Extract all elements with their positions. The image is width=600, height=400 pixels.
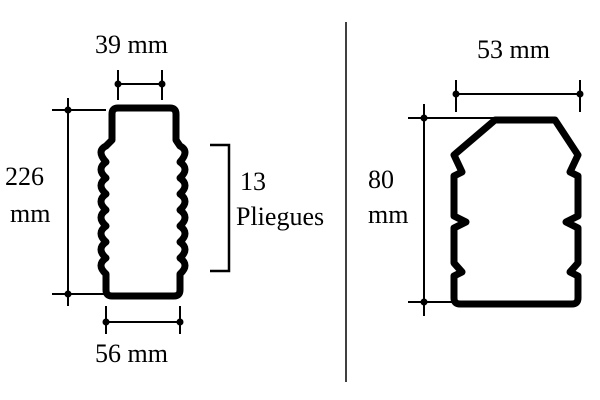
dim-top-width-left <box>117 70 163 100</box>
dim-dot <box>420 114 428 122</box>
dim-dot <box>158 80 166 88</box>
dim-dot <box>176 318 184 326</box>
height-value-left: 226 <box>5 162 44 191</box>
bellows-outline-left <box>97 104 189 300</box>
dim-dot <box>64 106 72 114</box>
folds-bracket <box>210 143 231 273</box>
height-unit-right: mm <box>368 200 409 229</box>
height-unit-left: mm <box>10 199 51 228</box>
top-width-label-left: 39 mm <box>95 30 168 59</box>
height-value-right: 80 <box>368 165 394 194</box>
dim-dot <box>452 90 460 98</box>
dim-top-width-right <box>455 80 581 112</box>
part-outline-right <box>450 116 582 308</box>
dim-dot <box>64 290 72 298</box>
dim-dot <box>420 298 428 306</box>
dim-dot <box>114 80 122 88</box>
bottom-width-label-left: 56 mm <box>95 339 168 368</box>
top-width-label-right: 53 mm <box>477 35 550 64</box>
dim-dot <box>576 90 584 98</box>
folds-word-label: Pliegues <box>236 202 325 231</box>
dim-dot <box>102 318 110 326</box>
folds-count-label: 13 <box>240 167 266 196</box>
dim-bottom-width-left <box>105 306 181 334</box>
